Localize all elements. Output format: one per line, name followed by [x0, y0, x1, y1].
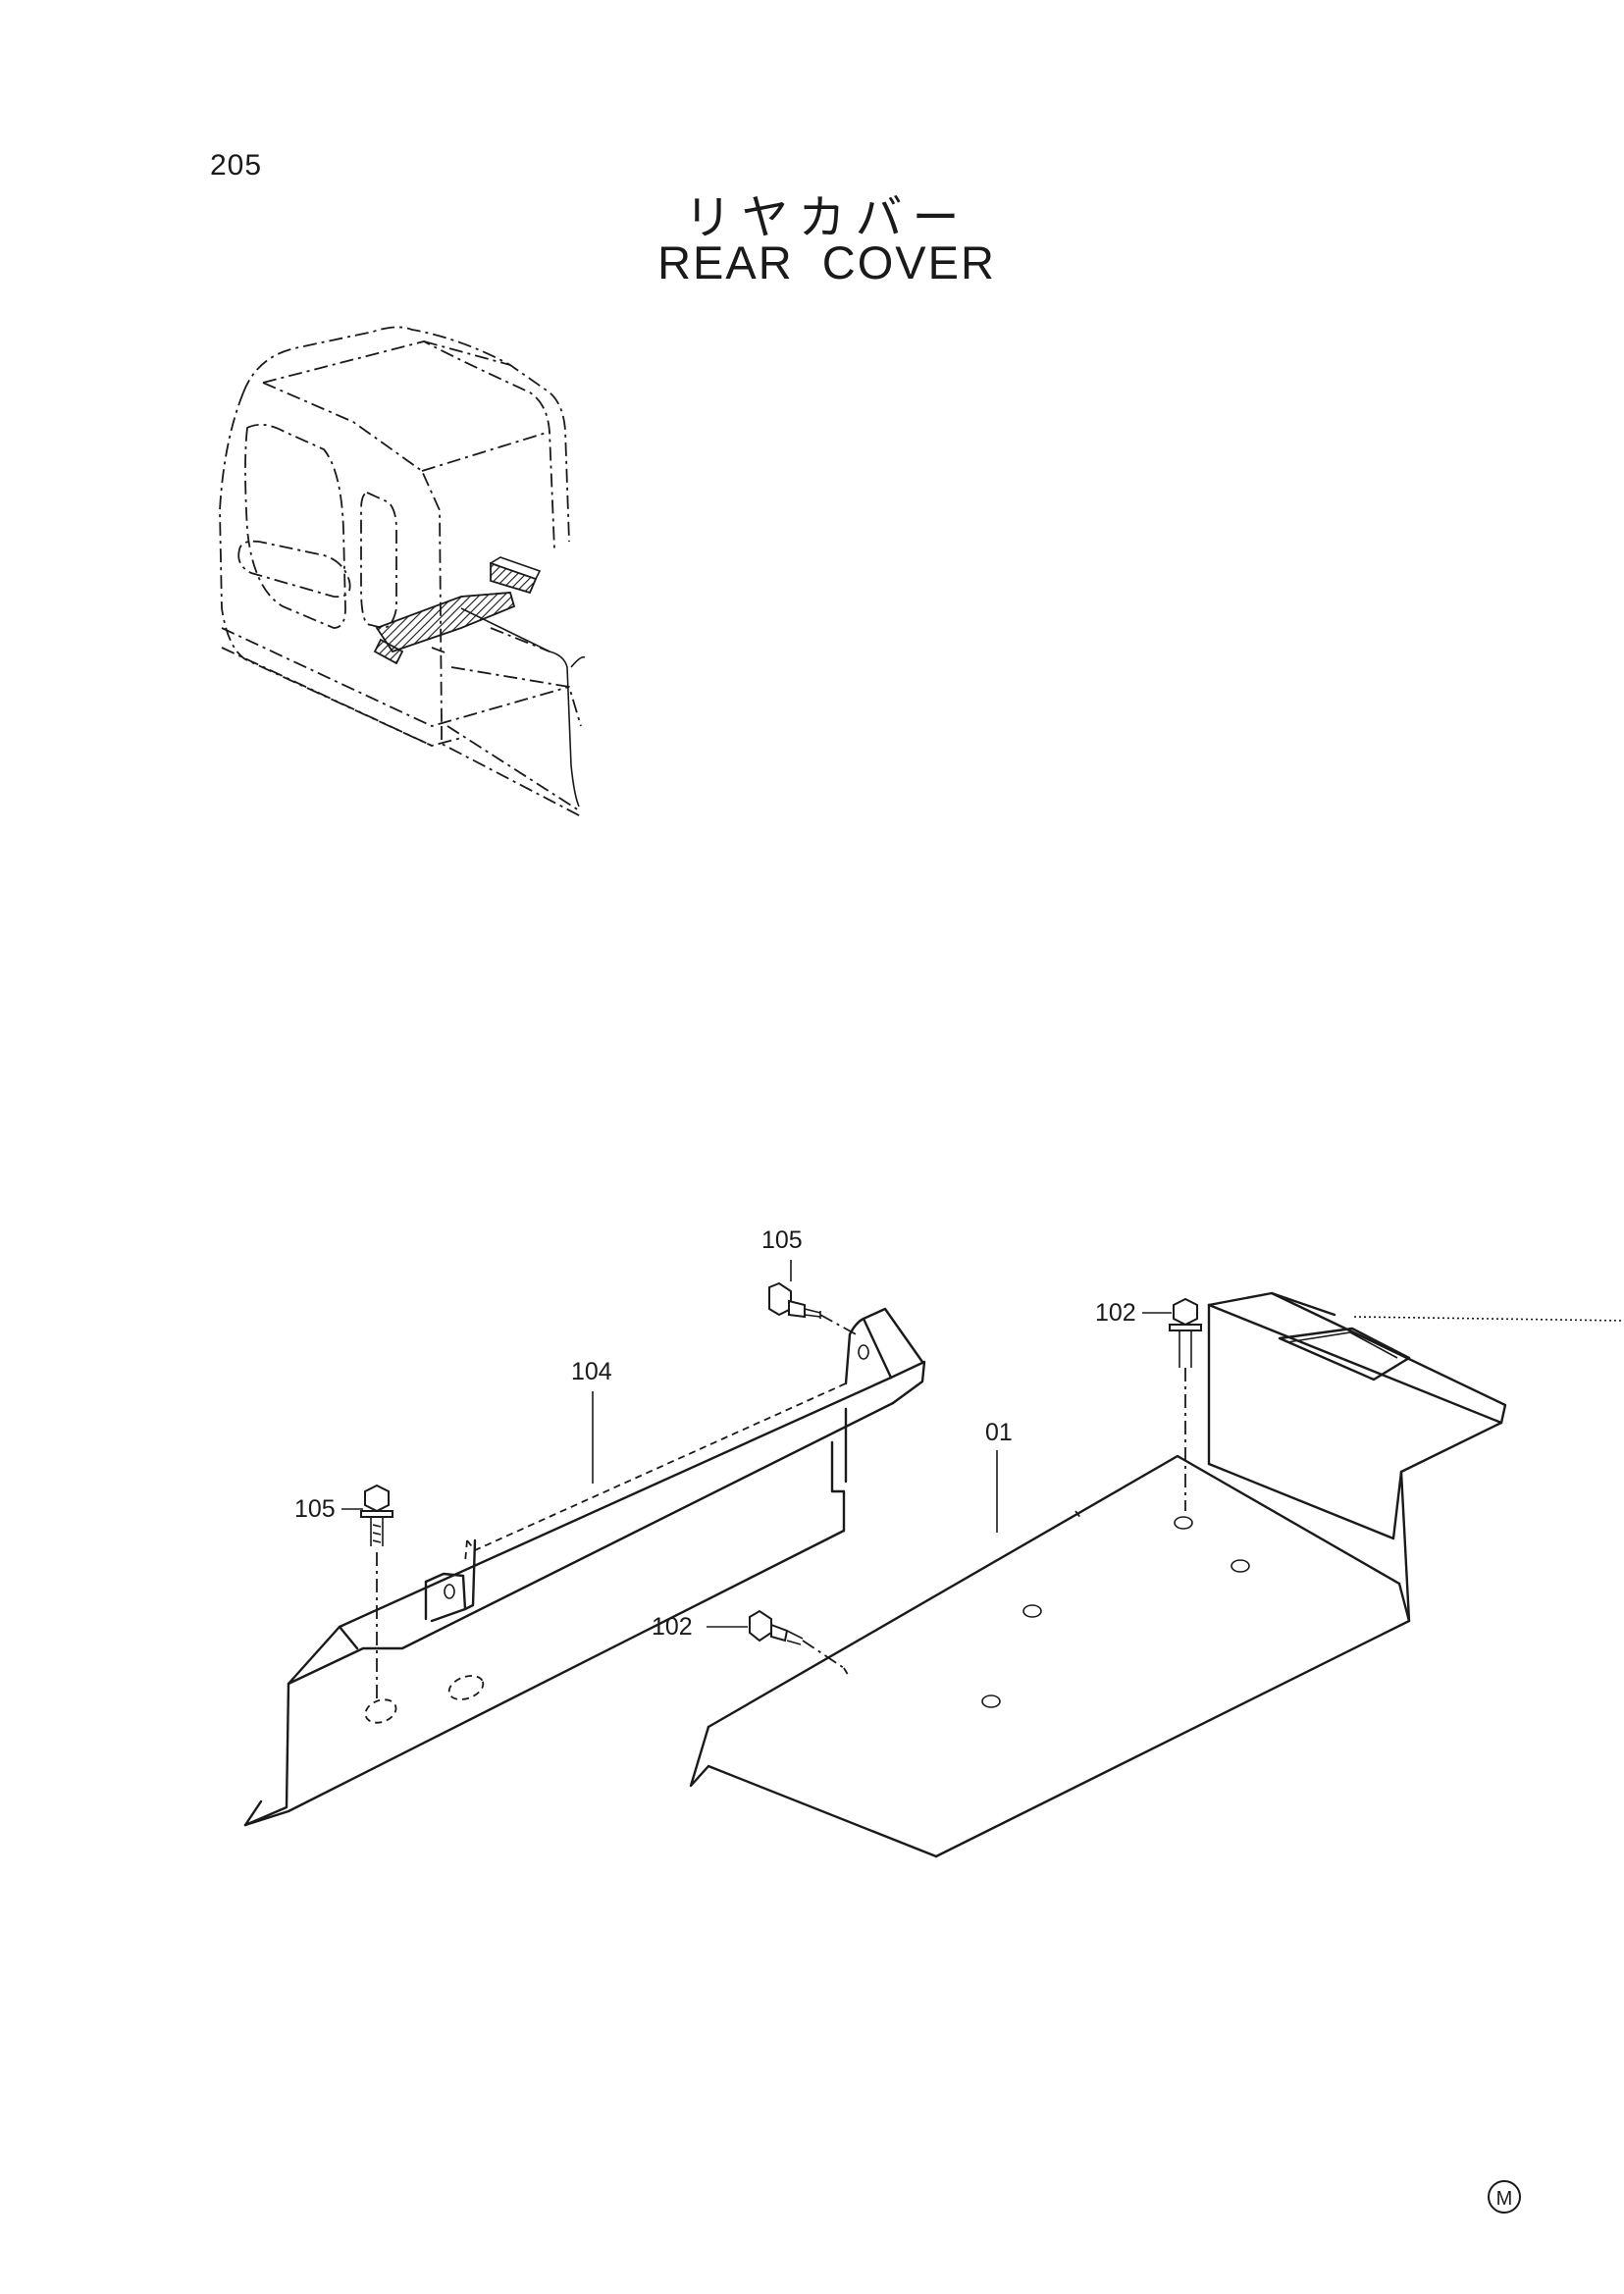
- screw-105-left: [360, 1484, 393, 1546]
- label-102-top: 102: [1095, 1299, 1136, 1327]
- part-104-bracket: [243, 1307, 926, 1827]
- label-105-top: 105: [761, 1226, 803, 1254]
- label-102-mid: 102: [652, 1613, 693, 1641]
- screw-105-top: [768, 1281, 821, 1319]
- screw-102-top: [1169, 1297, 1202, 1511]
- label-01: 01: [985, 1419, 1013, 1446]
- title-english: REAR COVER: [657, 236, 996, 288]
- label-104: 104: [571, 1358, 612, 1385]
- screw-102-mid: [749, 1609, 845, 1669]
- manufacturer-mark: M: [1488, 2180, 1521, 2214]
- page-number: 205: [210, 149, 263, 182]
- part-01-cover: [689, 1291, 1624, 1858]
- title-japanese: リヤカバー: [684, 190, 969, 245]
- label-105-left: 105: [294, 1495, 336, 1523]
- cab-location-view: [219, 326, 586, 817]
